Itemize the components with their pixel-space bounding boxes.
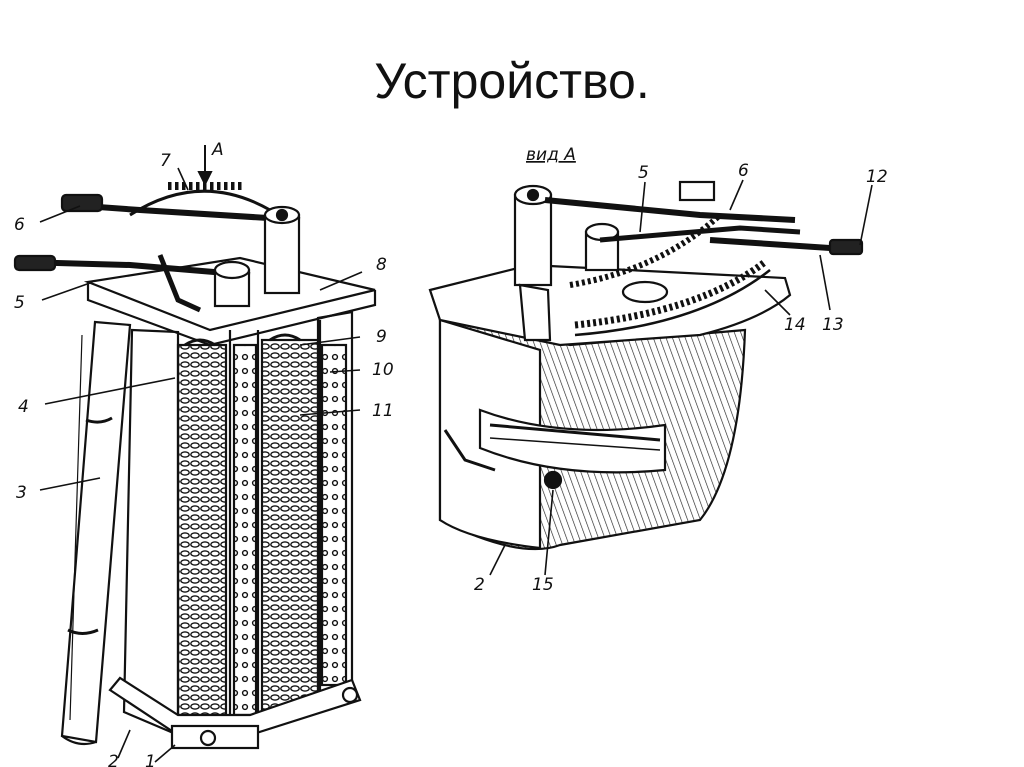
left-callouts: A 7 6 5 4 3 8 9 10 11 2 1: [14, 140, 394, 767]
callout-right-13: 13: [822, 315, 844, 335]
slide-title: Устройство.: [374, 53, 650, 109]
callout-left-11: 11: [372, 401, 394, 421]
right-leader-lines: [489, 179, 873, 576]
callout-left-10: 10: [372, 360, 394, 380]
coil-stack-2: [260, 338, 320, 712]
callout-right-view-a: вид А: [526, 145, 576, 165]
coil-stack-1: [176, 343, 228, 717]
callout-left-2: 2: [108, 752, 119, 767]
callout-left-1: 1: [145, 752, 156, 767]
view-a-arrow: [197, 145, 213, 187]
right-device: [428, 180, 864, 551]
callout-right-2: 2: [474, 575, 485, 595]
callout-right-15: 15: [532, 575, 554, 595]
callout-left-6: 6: [14, 215, 25, 235]
callout-left-4: 4: [18, 397, 29, 417]
callout-left-view-a: A: [211, 140, 224, 160]
left-leader-lines: [39, 167, 363, 763]
callout-right-14: 14: [784, 315, 806, 335]
callout-right-5: 5: [638, 163, 649, 183]
callout-right-6: 6: [738, 161, 749, 181]
callout-left-5: 5: [14, 293, 25, 313]
callout-right-12: 12: [866, 167, 888, 187]
callout-left-8: 8: [376, 255, 387, 275]
left-device: [13, 182, 377, 750]
callout-left-7: 7: [160, 151, 171, 171]
callout-left-9: 9: [376, 327, 387, 347]
callout-left-3: 3: [16, 483, 27, 503]
right-callouts: вид А 5 6 12 14 13 2 15: [474, 145, 888, 595]
